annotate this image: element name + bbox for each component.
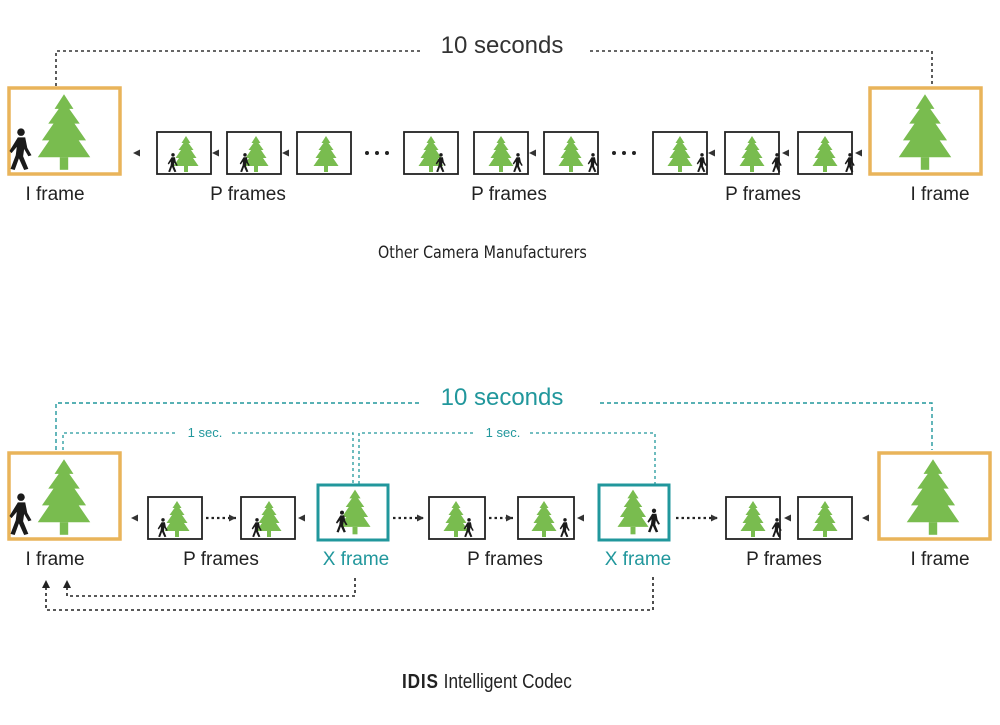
bottom-p-frames-label-2: P frames <box>467 549 543 570</box>
top-duration-bracket <box>55 50 933 86</box>
arrow-left-icon <box>133 149 140 157</box>
bottom-p-frames-label-1: P frames <box>183 549 259 570</box>
arrow-left-icon <box>577 514 584 522</box>
bottom-i-frame-label-right: I frame <box>910 549 969 570</box>
arrow-left-icon <box>708 149 715 157</box>
arrow-right-icon <box>506 514 513 522</box>
x-frame-label-1: X frame <box>323 549 390 570</box>
one-second-label-2: 1 sec. <box>486 425 521 440</box>
top-arrows <box>133 149 862 157</box>
top-i-frame-left <box>7 86 122 176</box>
bottom-duration-label: 10 seconds <box>441 384 564 411</box>
arrow-right-icon <box>229 514 236 522</box>
arrow-left-icon <box>862 514 869 522</box>
bottom-arrows <box>131 514 869 522</box>
top-duration-label: 10 seconds <box>441 32 564 59</box>
top-ellipsis <box>365 151 636 155</box>
top-i-frame-label-left: I frame <box>25 184 84 205</box>
bottom-p-frames-label-3: P frames <box>746 549 822 570</box>
x-frame-label-2: X frame <box>605 549 672 570</box>
footer-brand: IDIS <box>402 671 439 693</box>
x-frames <box>316 483 671 542</box>
arrow-left-icon <box>212 149 219 157</box>
arrow-left-icon <box>417 514 424 522</box>
footer-title: Intelligent Codec <box>443 671 572 693</box>
bottom-i-frame-left <box>7 451 122 541</box>
bottom-duration-bracket <box>55 402 933 450</box>
arrow-left-icon <box>855 149 862 157</box>
bottom-i-frame-right <box>877 451 992 541</box>
top-i-frame-label-right: I frame <box>910 184 969 205</box>
arrow-left-icon <box>298 514 305 522</box>
bottom-section: 10 seconds 1 sec. 1 sec. <box>7 384 992 611</box>
arrow-left-icon <box>282 149 289 157</box>
top-section: 10 seconds <box>7 32 983 205</box>
arrow-left-icon <box>529 149 536 157</box>
reference-arrows <box>42 580 71 588</box>
one-second-label-1: 1 sec. <box>188 425 223 440</box>
bottom-footer: IDIS Intelligent Codec <box>402 671 572 694</box>
top-p-frames-label-1: P frames <box>210 184 286 205</box>
top-i-frame-right <box>868 86 983 176</box>
arrow-left-icon <box>131 514 138 522</box>
bottom-i-frame-label-left: I frame <box>25 549 84 570</box>
top-p-frames-label-2: P frames <box>471 184 547 205</box>
top-caption: Other Camera Manufacturers <box>378 243 587 263</box>
top-p-frames-label-3: P frames <box>725 184 801 205</box>
arrow-left-icon <box>784 514 791 522</box>
one-second-brackets <box>62 432 656 484</box>
arrow-right-icon <box>711 514 718 522</box>
reference-lines <box>45 576 654 611</box>
arrow-left-icon <box>782 149 789 157</box>
